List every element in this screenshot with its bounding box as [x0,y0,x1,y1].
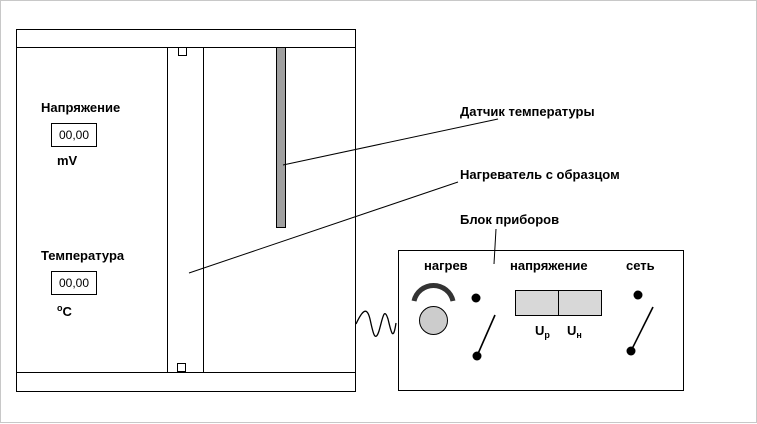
voltage-unit: mV [57,153,78,168]
heating-label: нагрев [424,258,468,273]
temperature-label: Температура [41,248,125,263]
callout-heater-with-sample: Нагреватель с образцом [460,167,620,182]
network-label: сеть [626,258,655,273]
celsius-letter: C [62,304,72,319]
callout-instrument-block: Блок приборов [460,212,560,227]
up-subscript: р [544,330,550,340]
cabinet-bottom-divider [16,372,356,373]
heater-bottom-clip [177,363,186,372]
up-letter: U [535,323,545,338]
block-voltage-label: напряжение [510,258,588,273]
un-subscript: н [576,330,582,340]
degree-sign: o [57,303,63,313]
temperature-sensor-rod[interactable] [276,47,286,228]
connection-wire-icon [355,310,397,337]
heater-top-clip [178,47,187,56]
un-label: Uн [567,323,582,340]
voltage-label: Напряжение [41,100,121,115]
temperature-readout: 00,00 [51,271,97,295]
voltage-button-up[interactable] [515,290,559,316]
un-letter: U [567,323,577,338]
up-label: Uр [535,323,550,340]
voltage-button-un[interactable] [558,290,602,316]
heater-column [167,47,204,372]
voltage-readout: 00,00 [51,123,97,147]
heating-knob[interactable] [419,306,448,335]
temperature-unit: oC [57,303,72,319]
callout-temperature-sensor: Датчик температуры [460,104,595,119]
